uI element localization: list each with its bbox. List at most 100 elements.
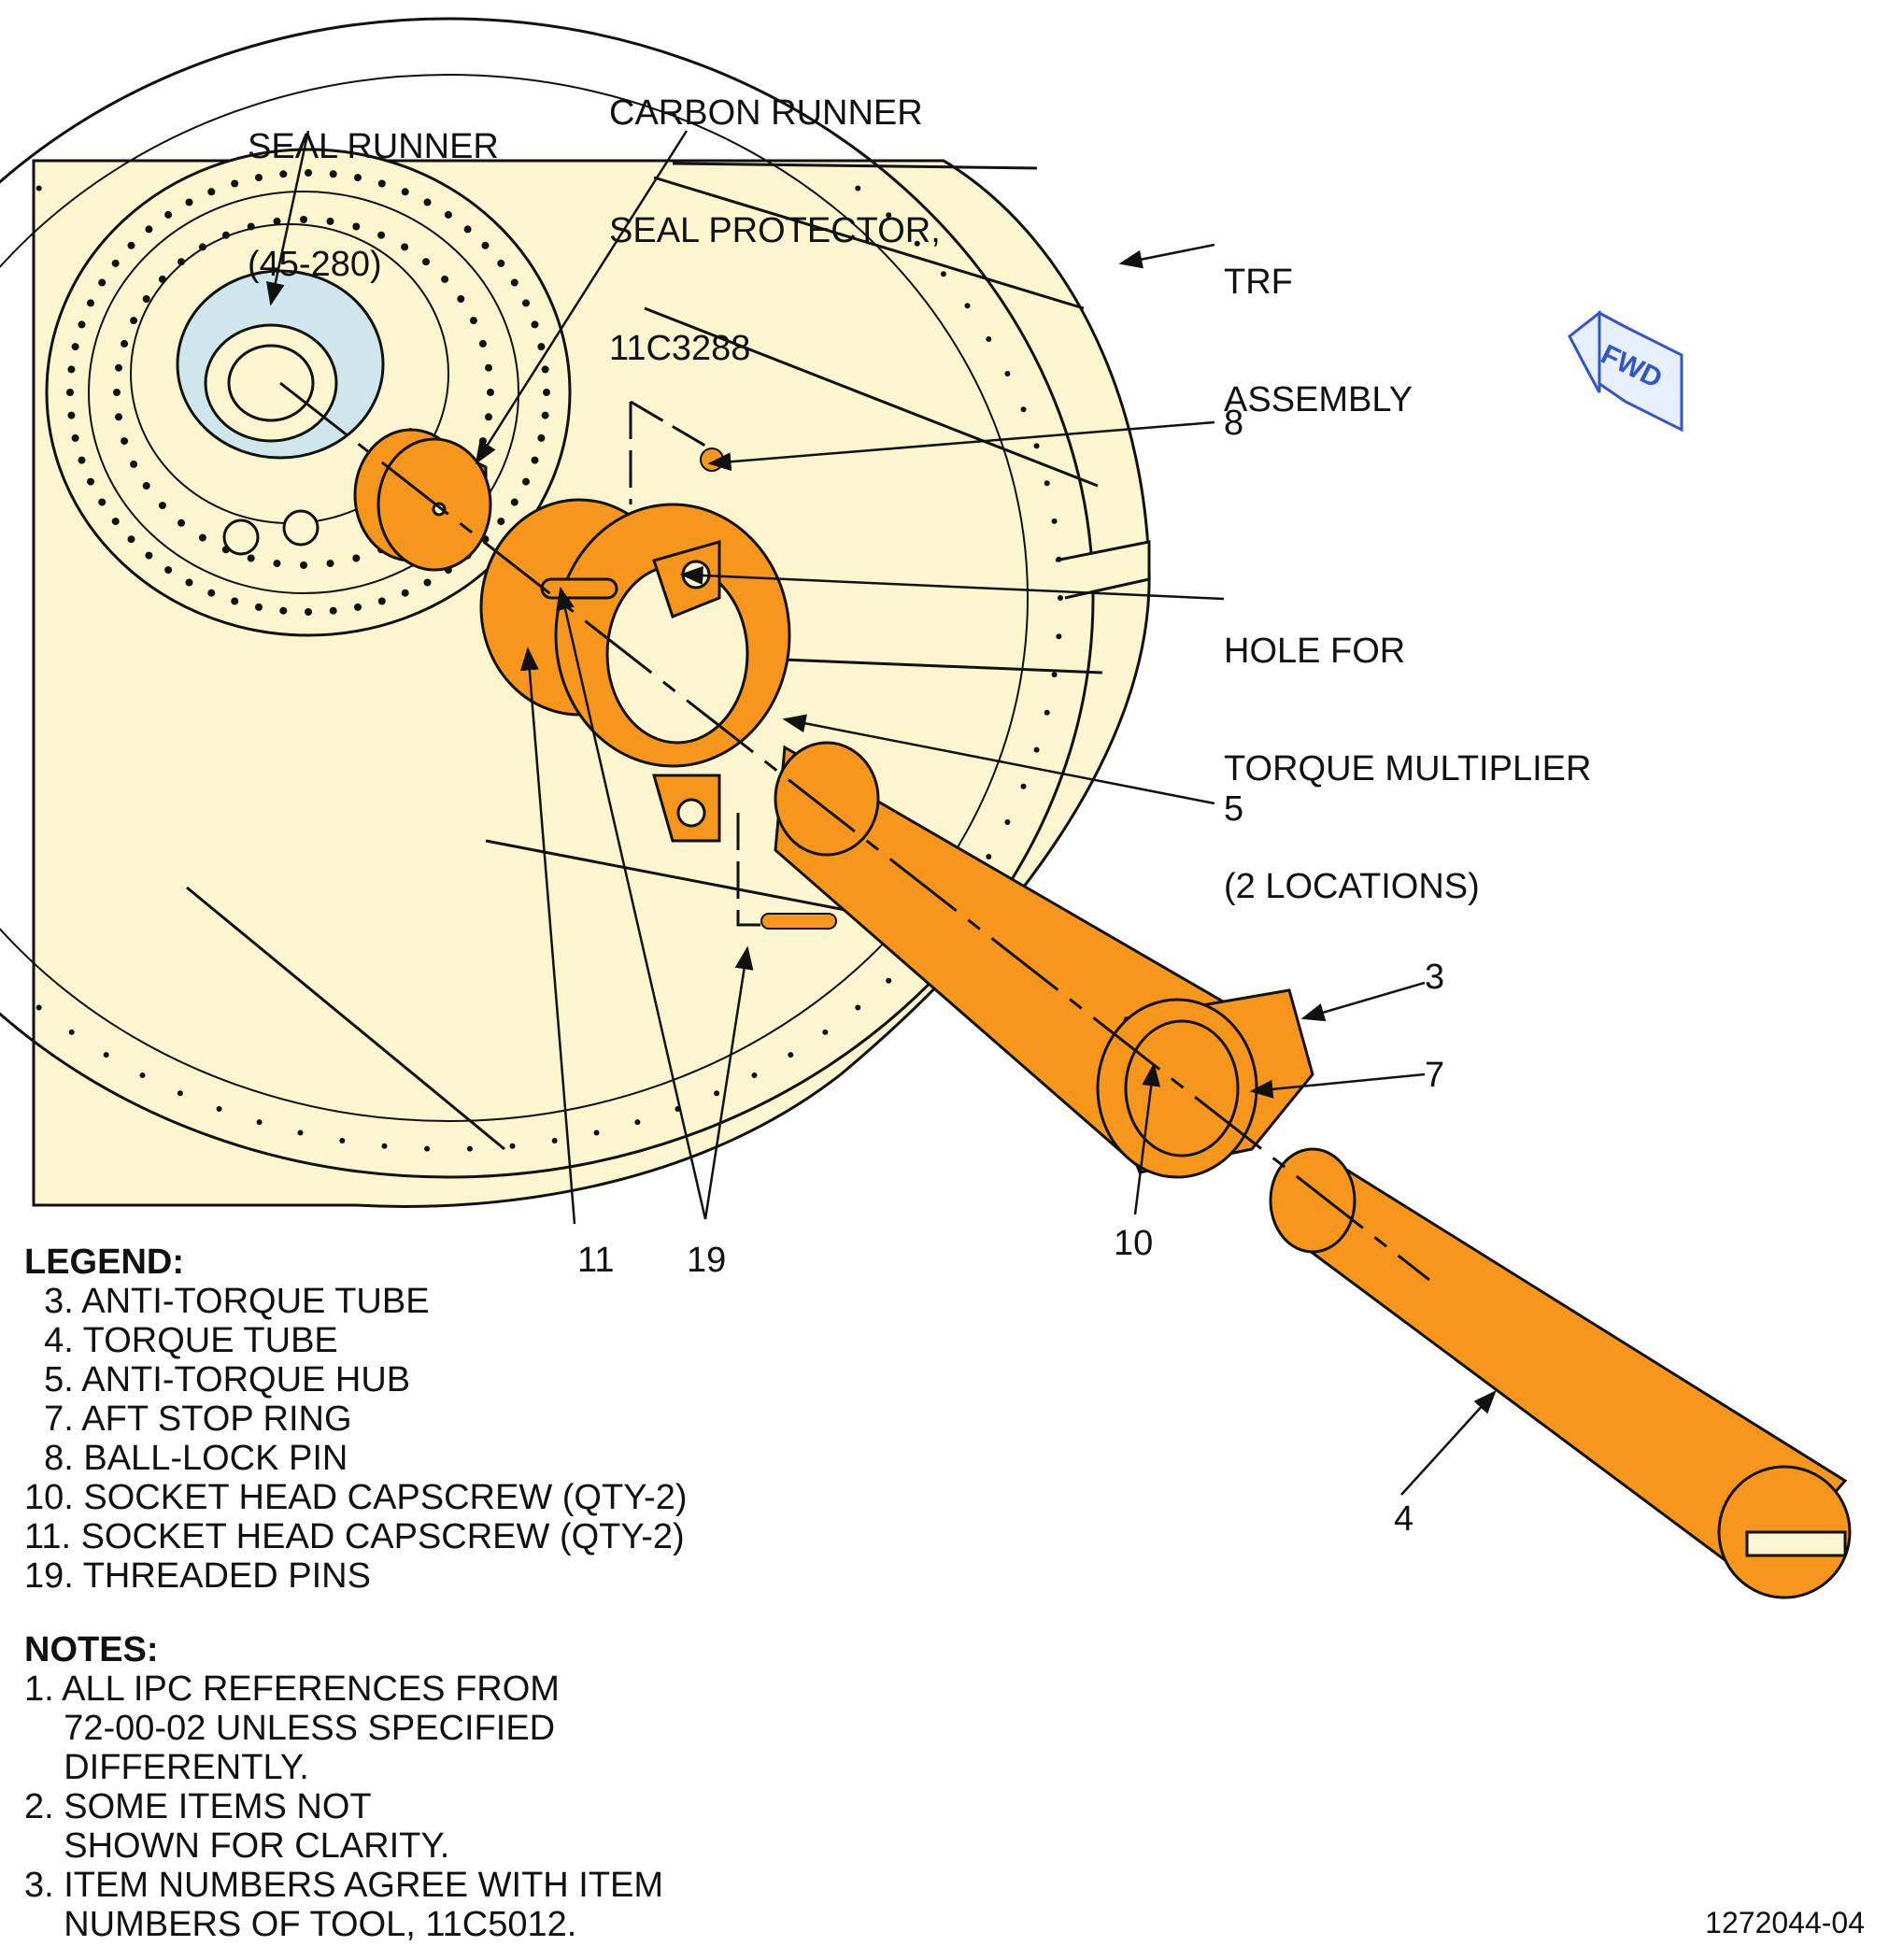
- bolt-hole: [113, 389, 121, 396]
- bolt-hole: [377, 179, 386, 188]
- bolt-hole: [634, 1119, 641, 1126]
- bolt-hole: [256, 1119, 263, 1126]
- bolt-hole: [1058, 595, 1063, 601]
- bolt-hole: [198, 533, 206, 542]
- bolt-hole: [115, 363, 122, 372]
- bolt-hole: [300, 216, 307, 223]
- bolt-hole: [485, 363, 492, 372]
- bolt-hole: [551, 1138, 558, 1143]
- label-item-8: 8: [1224, 404, 1244, 443]
- bolt-hole: [478, 437, 487, 446]
- bolt-hole: [463, 225, 472, 234]
- bolt-hole: [593, 1129, 600, 1136]
- bolt-hole: [541, 365, 549, 374]
- bolt-hole: [305, 608, 312, 616]
- bolt-hole: [940, 271, 946, 277]
- bolt-hole: [130, 460, 138, 468]
- bolt-hole: [221, 231, 230, 239]
- bolt-hole: [111, 259, 120, 267]
- bolt-hole: [247, 222, 255, 231]
- bolt-hole: [36, 1004, 42, 1011]
- bolt-hole: [497, 518, 505, 526]
- bolt-hole: [207, 188, 216, 196]
- bolt-hole: [1004, 819, 1011, 825]
- bolt-hole: [537, 343, 546, 351]
- bolt-hole: [98, 498, 107, 506]
- bolt-hole: [98, 278, 107, 287]
- bolt-hole: [1020, 406, 1027, 413]
- bolt-hole: [354, 174, 362, 182]
- bolt-hole: [111, 518, 120, 526]
- leader-lines: [265, 130, 1497, 1496]
- bolt-hole: [441, 275, 449, 283]
- bolt-hole: [469, 317, 477, 325]
- legend-item: 10. SOCKET HEAD CAPSCREW (QTY-2): [24, 1478, 688, 1517]
- bolt-hole: [185, 198, 193, 206]
- bolt-hole: [142, 295, 150, 303]
- legend-item: 8. BALL-LOCK PIN: [24, 1439, 348, 1478]
- bolt-hole: [279, 606, 288, 615]
- bolt-hole: [67, 411, 76, 419]
- bolt-hole: [1004, 371, 1011, 376]
- notes: NOTES: 1. ALL IPC REFERENCES FROM 72-00-…: [24, 1630, 663, 1944]
- anti-torque-tube: [774, 741, 1314, 1179]
- bolt-hole: [326, 217, 334, 225]
- bolt-hole: [537, 433, 546, 442]
- bolt-hole: [71, 433, 79, 442]
- bolt-hole: [822, 1029, 829, 1035]
- seal-runner: [176, 269, 385, 556]
- bolt-hole: [103, 1052, 109, 1058]
- bolt-hole: [198, 243, 206, 251]
- bolt-hole: [886, 977, 892, 984]
- legend-item: 3. ANTI-TORQUE TUBE: [24, 1282, 430, 1321]
- figure-id: 1272044-04: [1705, 1906, 1865, 1939]
- bolt-hole: [478, 339, 487, 348]
- bolt-hole: [377, 231, 386, 239]
- legend-item: 7. AFT STOP RING: [24, 1399, 352, 1439]
- bolt-hole: [36, 185, 42, 192]
- bolt-hole: [424, 1145, 431, 1152]
- legend: LEGEND: 3. ANTI-TORQUE TUBE 4. TORQUE TU…: [24, 1243, 688, 1596]
- label-item-11: 11: [577, 1241, 615, 1280]
- bolt-hole: [714, 1090, 720, 1097]
- bolt-hole: [522, 477, 530, 486]
- bolt-hole: [914, 240, 920, 247]
- bolt-hole: [1044, 480, 1050, 487]
- bolt-hole: [964, 303, 971, 309]
- bolt-hole: [329, 170, 337, 178]
- bolt-hole: [130, 317, 138, 325]
- bolt-hole: [381, 1143, 388, 1149]
- bolt-hole: [247, 554, 255, 562]
- legend-item: 19. THREADED PINS: [24, 1556, 371, 1596]
- notes-title: NOTES:: [24, 1630, 159, 1669]
- bolt-hole: [139, 1072, 146, 1078]
- bolt-hole: [497, 259, 505, 267]
- bolt-hole: [444, 210, 452, 219]
- bolt-hole: [158, 275, 166, 283]
- anti-torque-hub: [479, 498, 791, 843]
- bolt-hole: [788, 1052, 794, 1058]
- label-carbon-runner-seal-protector: CARBON RUNNER SEAL PROTECTOR, 11C3288: [609, 93, 941, 368]
- bolt-hole: [142, 482, 150, 490]
- bolt-hole: [185, 578, 193, 587]
- note-line: DIFFERENTLY.: [24, 1748, 309, 1787]
- bolt-hole: [1033, 746, 1040, 753]
- note-line: NUMBERS OF TOOL, 11C5012.: [24, 1905, 577, 1944]
- bolt-hole: [326, 560, 334, 568]
- bolt-hole: [216, 1106, 222, 1112]
- bolt-hole: [1020, 783, 1027, 789]
- bolt-hole: [121, 437, 129, 446]
- bolt-hole: [78, 456, 86, 464]
- bolt-hole: [1056, 556, 1062, 562]
- label-hole-for-torque-multiplier: HOLE FOR TORQUE MULTIPLIER (2 LOCATIONS): [1224, 632, 1592, 906]
- bolt-hole: [1056, 633, 1062, 640]
- bolt-hole: [423, 578, 432, 587]
- bolt-hole: [466, 1145, 473, 1152]
- label-item-10: 10: [1114, 1224, 1154, 1263]
- bolt-hole: [457, 295, 465, 303]
- bolt-hole: [531, 320, 539, 329]
- bolt-hole: [115, 413, 122, 421]
- bolt-hole: [67, 365, 76, 374]
- bolt-hole: [329, 606, 337, 615]
